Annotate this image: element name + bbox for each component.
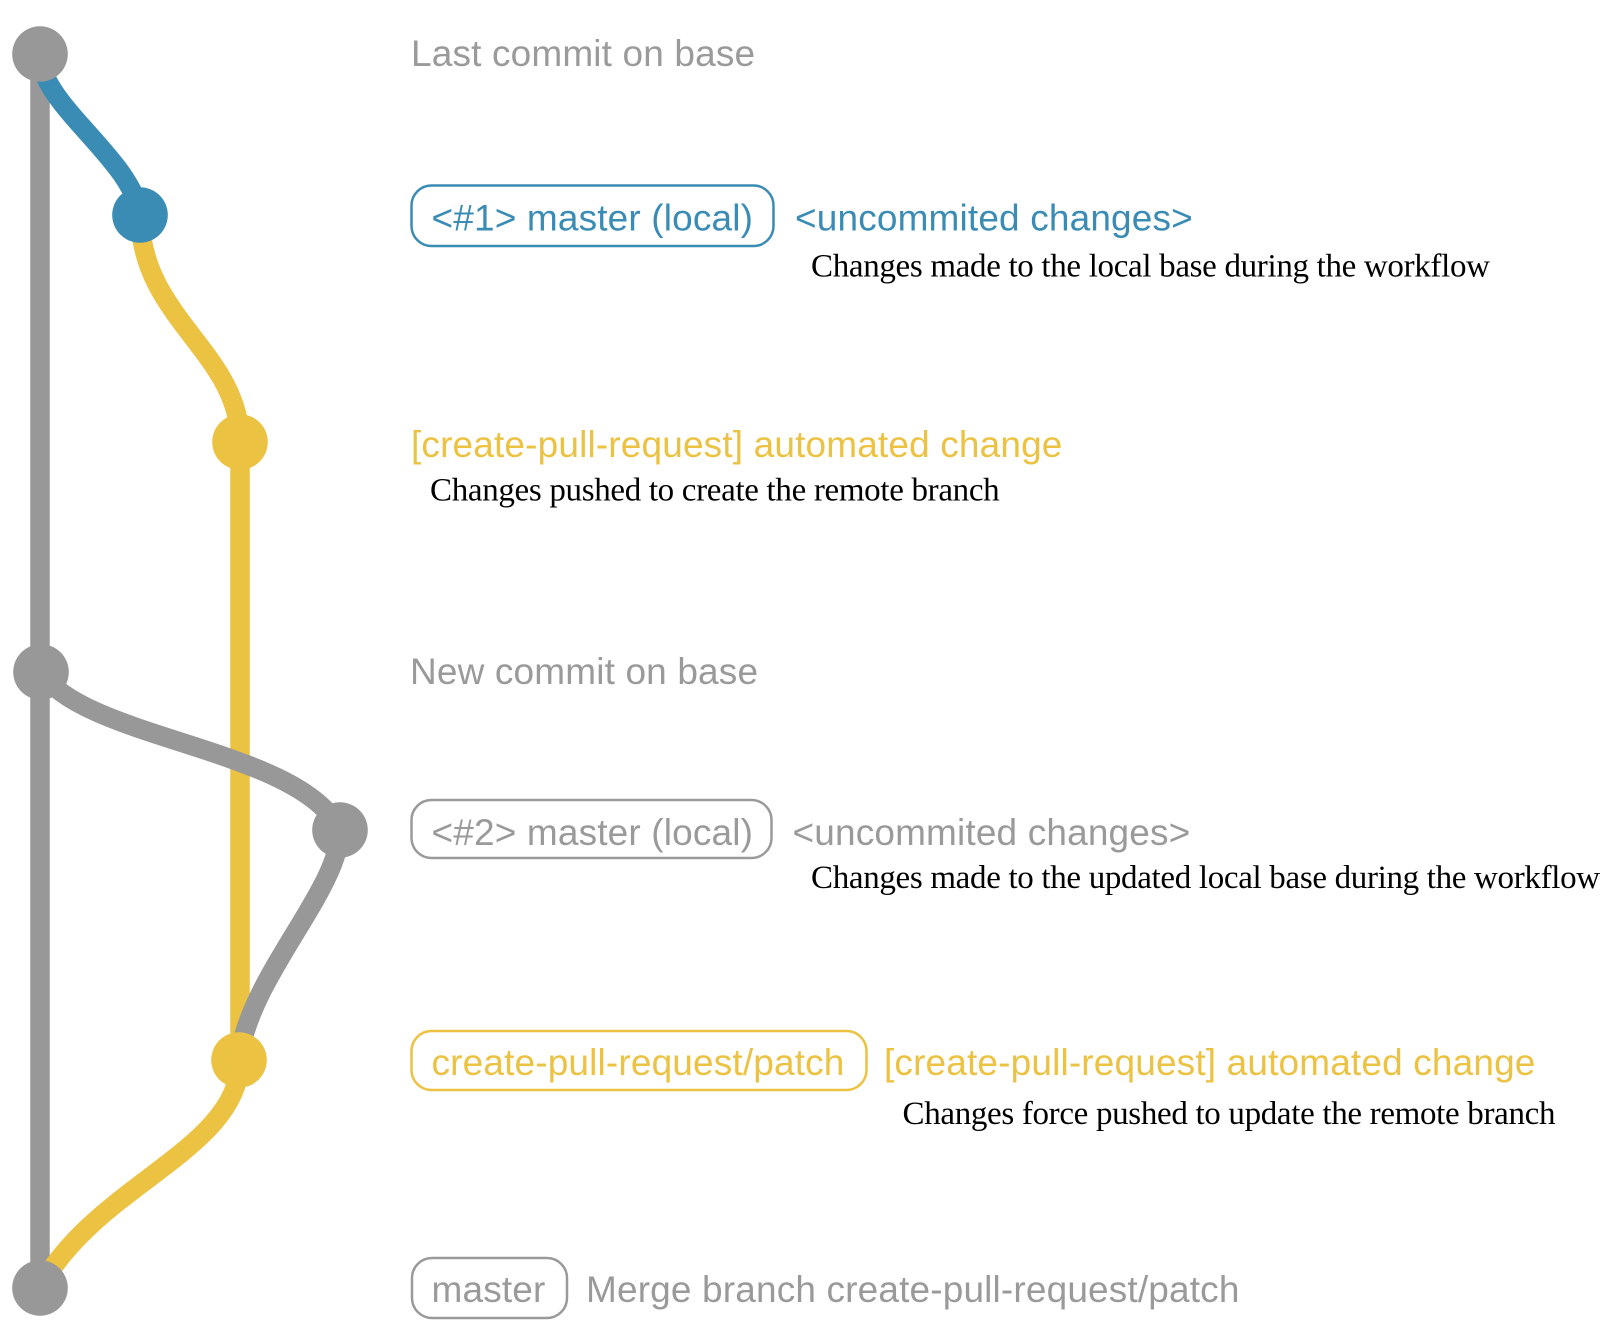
svg-text:Merge branch create-pull-reque: Merge branch create-pull-request/patch (586, 1269, 1240, 1310)
svg-text:master: master (432, 1269, 546, 1310)
svg-text:<#2> master (local): <#2> master (local) (432, 812, 754, 853)
svg-text:New commit on base: New commit on base (410, 651, 758, 692)
svg-text:<#1> master (local): <#1> master (local) (432, 198, 754, 239)
svg-text:<uncommited changes>: <uncommited changes> (795, 198, 1193, 239)
svg-text:[create-pull-request] automate: [create-pull-request] automated change (411, 424, 1063, 465)
svg-text:Changes pushed to create the r: Changes pushed to create the remote bran… (430, 473, 1000, 509)
svg-text:Changes made to the updated lo: Changes made to the updated local base d… (811, 860, 1600, 896)
svg-text:<uncommited changes>: <uncommited changes> (793, 812, 1191, 853)
svg-text:Changes made to the local base: Changes made to the local base during th… (811, 249, 1490, 285)
svg-text:[create-pull-request] automate: [create-pull-request] automated change (884, 1042, 1536, 1083)
svg-text:Last commit on base: Last commit on base (411, 33, 755, 74)
svg-text:Changes force pushed to update: Changes force pushed to update the remot… (903, 1096, 1556, 1132)
svg-text:create-pull-request/patch: create-pull-request/patch (432, 1042, 845, 1083)
